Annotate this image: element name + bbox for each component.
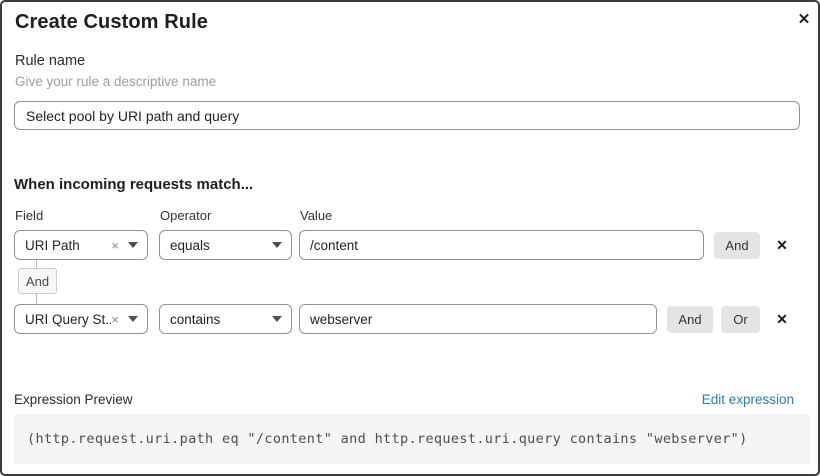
- operator-column-label: Operator: [160, 208, 212, 223]
- field-select-row1-value: URI Path: [25, 237, 80, 253]
- expression-preview-code: (http.request.uri.path eq "/content" and…: [14, 414, 810, 464]
- expression-preview-label: Expression Preview: [14, 392, 133, 407]
- close-icon: ✕: [797, 11, 811, 28]
- value-input-row1[interactable]: [299, 230, 704, 260]
- operator-select-row2[interactable]: contains: [159, 304, 292, 334]
- value-input-row2[interactable]: [299, 304, 657, 334]
- chevron-down-icon[interactable]: [128, 242, 138, 248]
- operator-select-row1[interactable]: equals: [159, 230, 292, 260]
- field-select-row2[interactable]: URI Query St... ×: [14, 304, 148, 334]
- remove-condition-button-row2[interactable]: ✕: [771, 308, 793, 330]
- clear-icon[interactable]: ×: [111, 237, 119, 253]
- remove-condition-button-row1[interactable]: ✕: [771, 234, 793, 256]
- field-select-row1[interactable]: URI Path ×: [14, 230, 148, 260]
- dialog-title: Create Custom Rule: [15, 11, 208, 33]
- edit-expression-link[interactable]: Edit expression: [701, 392, 794, 407]
- rule-name-input[interactable]: [14, 101, 800, 130]
- connector-line-top: [36, 260, 37, 269]
- rule-name-helper-text: Give your rule a descriptive name: [15, 74, 217, 89]
- connector-and-badge[interactable]: And: [18, 268, 57, 294]
- chevron-down-icon[interactable]: [128, 316, 138, 322]
- remove-icon: ✕: [776, 310, 788, 327]
- add-and-condition-button-row1[interactable]: And: [714, 232, 760, 259]
- chevron-down-icon[interactable]: [272, 316, 282, 322]
- match-section-heading: When incoming requests match...: [14, 176, 254, 193]
- operator-select-row1-value: equals: [170, 237, 210, 253]
- field-select-row2-value: URI Query St...: [25, 311, 112, 327]
- value-column-label: Value: [300, 208, 333, 223]
- chevron-down-icon[interactable]: [272, 242, 282, 248]
- field-column-label: Field: [15, 208, 44, 223]
- add-and-condition-button-row2[interactable]: And: [667, 306, 713, 333]
- close-button[interactable]: ✕: [792, 7, 816, 31]
- clear-icon[interactable]: ×: [111, 311, 119, 327]
- operator-select-row2-value: contains: [170, 311, 221, 327]
- add-or-condition-button-row2[interactable]: Or: [721, 306, 760, 333]
- remove-icon: ✕: [776, 236, 788, 253]
- connector-line-bottom: [36, 294, 37, 304]
- rule-name-label: Rule name: [15, 53, 86, 69]
